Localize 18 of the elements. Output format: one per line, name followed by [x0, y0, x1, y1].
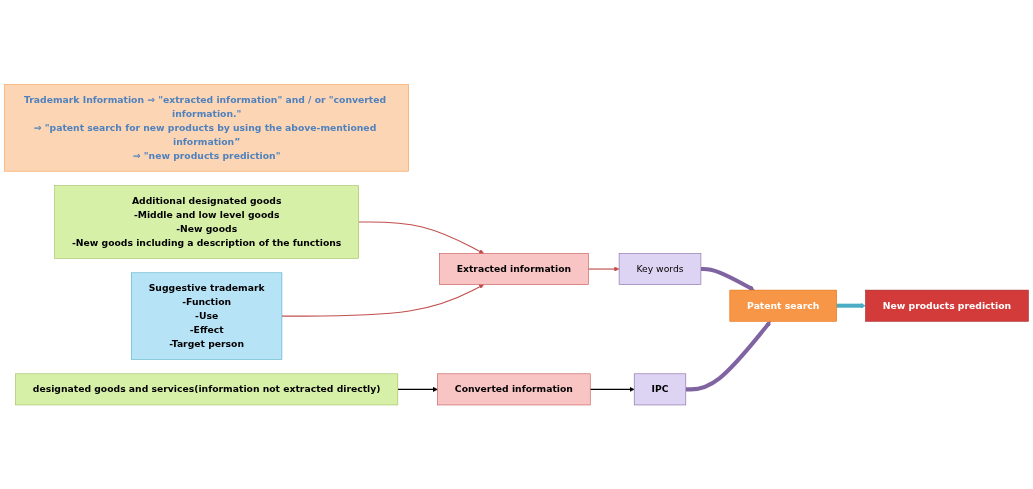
node-box: Suggestive trademark -Function -Use -Effect -Target person	[131, 272, 283, 360]
arrow	[700, 266, 755, 291]
node-box: Additional designated goods -Middle and low level goods -New goods -New goods including a description of the functions	[54, 185, 359, 259]
node-box: Converted information	[437, 373, 591, 405]
arrow	[397, 386, 438, 392]
node-box: Extracted information	[439, 252, 589, 285]
arrow	[685, 320, 771, 392]
arrow	[836, 302, 866, 308]
arrow	[358, 221, 485, 254]
arrow	[589, 386, 635, 392]
node-box: Patent search	[729, 289, 837, 322]
node-box: IPC	[633, 373, 687, 405]
node-box: Trademark Information ⇒ "extracted information" and / or "converted information." ⇒ "patent search for new products by using the above-mentioned information” ⇒ "new products prediction"	[4, 84, 409, 172]
node-box: Key words	[618, 252, 702, 285]
node-box: designated goods and services(information not extracted directly)	[15, 373, 399, 405]
node-box: New products prediction	[865, 289, 1029, 322]
arrow	[587, 266, 620, 272]
arrow	[281, 284, 485, 317]
